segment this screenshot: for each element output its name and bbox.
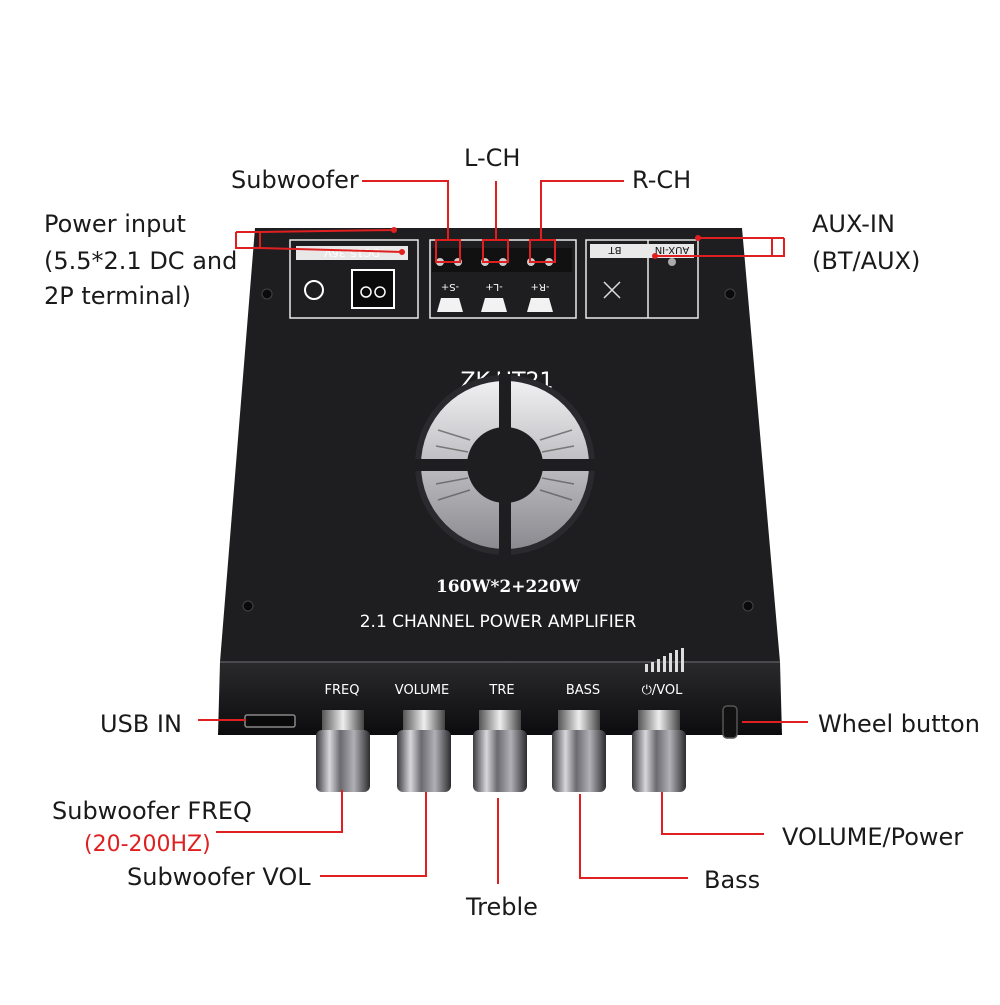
callout-subwoofer-vol: Subwoofer VOL — [127, 863, 311, 891]
callout-rch: R-CH — [632, 166, 692, 194]
terminal-label-r: -R+ — [531, 281, 550, 292]
bluetooth-icon — [603, 281, 621, 299]
callout-aux-in: AUX-IN — [812, 210, 895, 238]
aux-jack[interactable] — [668, 258, 676, 266]
power-rating: 160W*2+220W — [436, 577, 581, 597]
product-description: 2.1 CHANNEL POWER AMPLIFIER — [360, 612, 637, 632]
callout-subwoofer-freq: Subwoofer FREQ — [52, 797, 252, 825]
callout-power-input-detail-2: 2P terminal) — [44, 282, 191, 310]
knob-labels: FREQ VOLUME TRE BASS ⏻/VOL — [325, 683, 684, 698]
knob-label-bass: BASS — [566, 683, 600, 698]
knob-label-volume: VOLUME — [395, 683, 449, 698]
usb-port[interactable] — [244, 714, 296, 728]
callout-aux-in-detail: (BT/AUX) — [812, 247, 921, 275]
knob-label-freq: FREQ — [325, 683, 360, 698]
callout-bass: Bass — [704, 866, 761, 894]
knob-bass[interactable] — [552, 710, 606, 792]
knob-volume[interactable] — [397, 710, 451, 792]
terminal-block[interactable] — [351, 269, 395, 309]
callout-freq-range: (20-200HZ) — [84, 832, 211, 857]
speaker-terminal-block[interactable]: -S+ -L+ -R+ — [432, 248, 572, 312]
leader-lines — [198, 180, 808, 884]
wheel-button[interactable] — [722, 705, 738, 739]
callout-subwoofer: Subwoofer — [231, 166, 359, 194]
callout-power-input-detail-1: (5.5*2.1 DC and — [44, 247, 238, 275]
callout-volume-power: VOLUME/Power — [782, 823, 964, 851]
connector-panel: DC15-36V -S+ -L+ -R+ BT AUX-IN — [289, 239, 699, 319]
dc-label: DC15-36V — [324, 246, 380, 259]
knob-freq[interactable] — [316, 710, 370, 792]
knob-treble[interactable] — [473, 710, 527, 792]
power-jack-icon[interactable] — [304, 280, 324, 300]
callout-lch: L-CH — [464, 144, 521, 172]
callout-wheel-button: Wheel button — [818, 710, 980, 738]
signal-bars-icon — [645, 648, 684, 672]
aux-in-label: AUX-IN — [655, 244, 690, 255]
heatsink-fan-grille — [414, 374, 596, 556]
knob-volume-power[interactable] — [632, 710, 686, 792]
callout-power-input: Power input — [44, 210, 186, 238]
terminal-label-l: -L+ — [485, 281, 503, 292]
knob-label-tre: TRE — [488, 683, 514, 698]
callout-usb-in: USB IN — [100, 710, 182, 738]
callout-treble: Treble — [466, 893, 538, 921]
screws — [242, 288, 754, 612]
knob-label-vol: ⏻/VOL — [642, 683, 684, 698]
terminal-label-s: -S+ — [441, 281, 459, 292]
bt-label: BT — [608, 244, 622, 255]
